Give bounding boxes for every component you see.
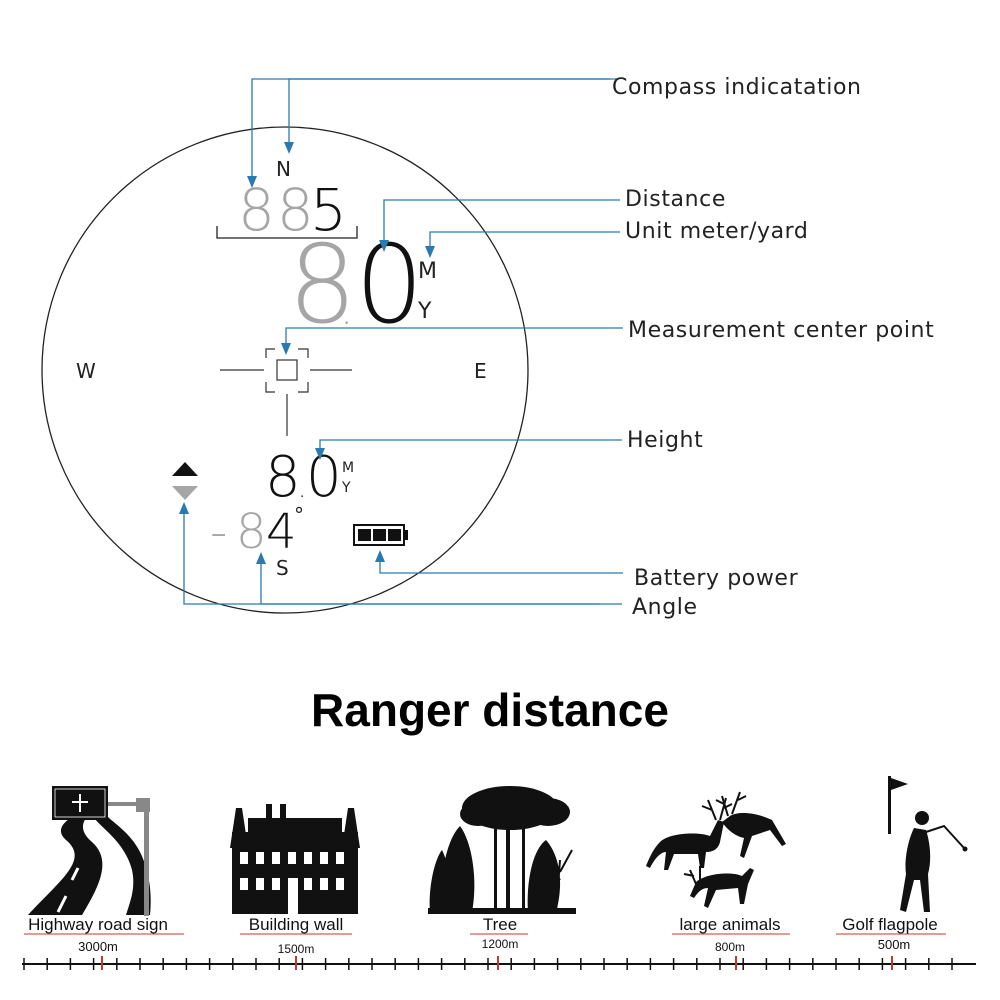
range-label-building: Building wall <box>249 915 344 934</box>
height-decimal: 0 <box>306 445 342 510</box>
angle-down-triangle-icon <box>172 486 198 500</box>
callout-compass: Compass indicatation <box>612 75 862 100</box>
compass-dim-digits: 88 <box>238 176 316 244</box>
callout-height: Height <box>627 428 703 453</box>
range-label-golf: Golf flagpole <box>842 915 937 934</box>
range-distance-animals: 800m <box>715 940 745 954</box>
range-distance-highway: 3000m <box>78 939 118 954</box>
range-label-tree: Tree <box>483 915 517 934</box>
compass-bracket <box>216 226 358 239</box>
building-icon <box>230 804 360 914</box>
viewfinder-circle <box>41 126 529 614</box>
distance-decimal: 0 <box>355 223 424 348</box>
compass-east-label: E <box>474 359 487 383</box>
callout-arrowheads <box>179 142 435 564</box>
distance-decimal-point: . <box>340 285 353 334</box>
height-integer: 8 <box>265 445 301 510</box>
distance-unit-m: M <box>418 259 437 284</box>
angle-digit: 4 <box>266 504 297 560</box>
callout-center: Measurement center point <box>628 318 934 343</box>
angle-minus-sign: - <box>210 504 227 560</box>
range-distance-building: 1500m <box>278 942 315 956</box>
distance-unit-y: Y <box>417 299 432 324</box>
callout-unit: Unit meter/yard <box>625 219 809 244</box>
compass-south-label: S <box>276 556 289 580</box>
road-sign-icon <box>28 786 151 916</box>
callout-distance: Distance <box>625 187 726 212</box>
compass-west-label: W <box>76 359 96 383</box>
distance-ruler <box>22 956 976 970</box>
range-distance-tree: 1200m <box>482 937 519 951</box>
callout-lines <box>183 78 623 605</box>
deer-icon <box>646 791 786 908</box>
angle-degree-sign: ° <box>294 503 304 527</box>
callout-angle: Angle <box>632 595 698 620</box>
height-unit-y: Y <box>341 480 351 496</box>
distance-integer: 8 <box>288 223 357 348</box>
crosshair <box>220 348 352 436</box>
height-unit-m: M <box>342 460 354 476</box>
center-point-square <box>276 359 298 381</box>
battery-icon <box>353 524 408 546</box>
range-label-highway: Highway road sign <box>28 915 168 934</box>
tree-icon <box>428 786 576 914</box>
range-label-animals: large animals <box>679 915 780 934</box>
angle-dim-digit: 8 <box>236 504 267 560</box>
compass-north-label: N <box>276 157 291 181</box>
golfer-icon <box>888 776 968 912</box>
angle-up-triangle-icon <box>172 462 198 476</box>
section-title: Ranger distance <box>311 684 669 736</box>
height-decimal-point: . <box>298 474 306 504</box>
range-distance-golf: 500m <box>878 937 911 952</box>
range-labels: Highway road sign Building wall Tree lar… <box>24 915 946 956</box>
callout-battery: Battery power <box>634 566 799 591</box>
compass-digit: 5 <box>310 176 347 244</box>
